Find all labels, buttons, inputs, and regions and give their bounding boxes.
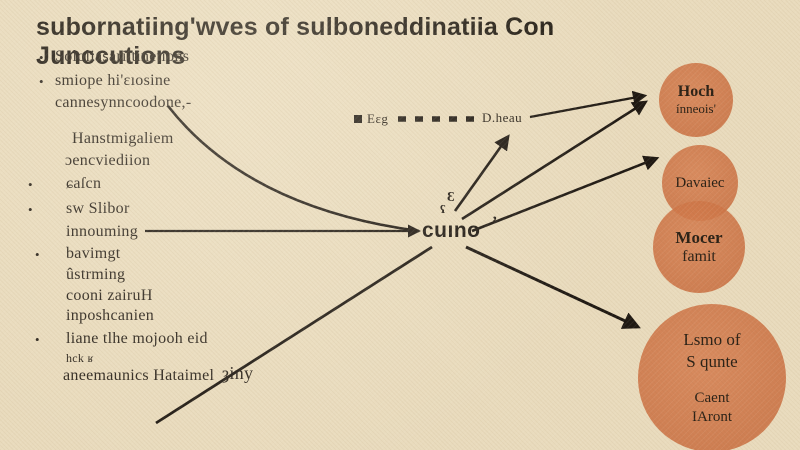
dashed-line-start-square xyxy=(354,115,362,123)
list-item: cooni zairuH xyxy=(66,287,153,305)
list-item-label: bavimgt xyxy=(66,245,121,262)
arrow-cuno-to-lsmo xyxy=(465,245,641,329)
bullet-dot: • xyxy=(39,74,44,89)
page-title: subornatiing'wves of sulboneddinatiia Co… xyxy=(36,13,555,70)
list-item-label: ɕaſcn xyxy=(66,175,102,192)
list-item-label: liane tlhe mojooh eid xyxy=(66,330,208,347)
circle-lsmo: Lsmo of S qunte Caent IAront xyxy=(638,304,786,450)
bullet-dot: • xyxy=(39,50,44,65)
list-item: innouming xyxy=(66,223,138,241)
arrow-cuno-to-davaiec xyxy=(471,155,660,233)
circle-mocer: Mocer famit xyxy=(653,201,745,293)
circle-hoch-line2: ínneois' xyxy=(676,101,716,116)
list-item: • bavimgt xyxy=(35,245,121,263)
garbled-glyph-mid: ʕ xyxy=(440,202,446,216)
list-item-label: cannesynncoodone,- xyxy=(55,94,192,111)
list-item: • smiope hi'ɛıosine xyxy=(39,72,171,90)
list-item-label: hck ʁ xyxy=(66,351,94,365)
circle-mocer-line2: famit xyxy=(682,248,716,265)
arrow-cuno-to-dheau xyxy=(453,134,510,212)
list-item: inposhcanien xyxy=(66,307,154,325)
list-item: hck ʁ xyxy=(66,351,94,366)
list-item: • liane tlhe mojooh eid xyxy=(35,330,208,348)
circle-lsmo-line1: Lsmo of xyxy=(683,330,741,350)
dashed-line-right-label: D.heau xyxy=(482,110,523,125)
list-item-label: smiope hi'ɛıosine xyxy=(55,72,171,89)
arrow-dheau-to-hoch xyxy=(529,90,648,119)
list-item-label: cooni zairuH xyxy=(66,287,153,304)
garbled-glyph-top: Ɛ xyxy=(447,190,455,205)
list-item: • Sololiasariitinetions xyxy=(39,48,190,66)
bullet-dot: • xyxy=(28,202,33,217)
list-item: ɔencviediion xyxy=(65,152,150,170)
list-item-label: innouming xyxy=(66,223,139,240)
circle-lsmo-line4: IAront xyxy=(692,409,732,426)
list-item: • ɕaſcn xyxy=(28,175,102,193)
central-node-cuno: cuıno xyxy=(422,219,481,242)
cuno-tick-mark: ʼ xyxy=(492,214,498,231)
list-item: aneemaunics Hataimel xyxy=(63,367,214,385)
garbled-annotation-ziny: ȝiny xyxy=(222,363,254,383)
list-item: Hanstmigaliem xyxy=(72,130,174,148)
circle-davaiec-line1: Davaiec xyxy=(675,174,725,191)
list-item: • sw Slibor xyxy=(28,200,130,218)
circle-lsmo-line3: Caent xyxy=(694,390,730,407)
circle-hoch-line1: Hoch xyxy=(677,83,715,100)
list-item-label: ûstrming xyxy=(66,266,126,283)
bullet-dot: • xyxy=(35,247,40,262)
list-item-label: ɔencviediion xyxy=(65,152,151,169)
dashed-line-left-label: Eɛg xyxy=(367,111,389,126)
circle-hoch: Hoch ínneois' xyxy=(659,63,733,137)
circle-mocer-line1: Mocer xyxy=(675,228,723,247)
list-item-label: Sololiasariitinetions xyxy=(55,48,190,65)
list-item: ûstrming xyxy=(66,266,125,284)
list-item: cannesynncoodone,- xyxy=(55,94,191,112)
list-item-label: aneemaunics Hataimel xyxy=(63,367,215,384)
bullet-dot: • xyxy=(35,332,40,347)
bullet-dot: • xyxy=(28,177,33,192)
circle-lsmo-line2: S qunte xyxy=(686,352,738,372)
list-item-label: sw Slibor xyxy=(66,200,130,217)
list-item-label: inposhcanien xyxy=(66,307,155,324)
list-item-label: Hanstmigaliem xyxy=(72,130,174,147)
